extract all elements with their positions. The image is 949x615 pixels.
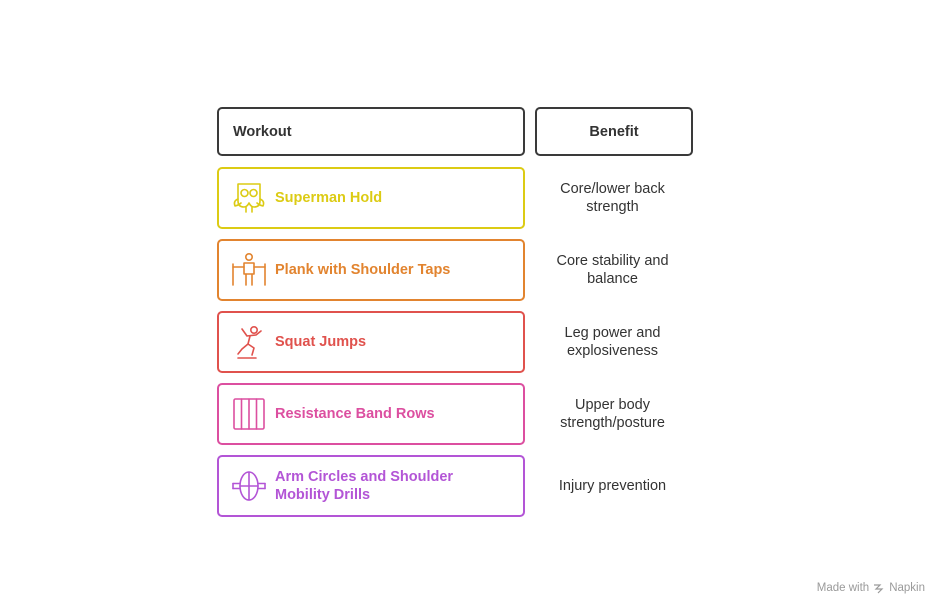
workout-row-resistance-band-rows: Resistance Band Rows [217,383,525,445]
made-with-text: Made with [816,582,870,594]
workout-row-plank-shoulder-taps: Plank with Shoulder Taps [217,239,525,301]
superhero-mask-icon [230,179,268,217]
workout-label: Plank with Shoulder Taps [275,262,451,278]
benefit-text: Core/lower back strength [560,181,665,215]
benefit-column-header: Benefit [535,107,693,156]
benefit-text: Leg power and explosiveness [564,325,661,359]
napkin-logo-icon [874,584,884,594]
workout-label: Arm Circles and Shoulder Mobility Drills [275,469,454,503]
made-with-napkin-watermark: Made with Napkin [817,582,925,594]
workout-column-header: Workout [217,107,525,156]
benefit-text: Core stability and balance [556,253,669,287]
ab-wheel-icon [230,467,268,505]
workout-row-superman-hold: Superman Hold [217,167,525,229]
resistance-band-icon [230,395,268,433]
workout-row-squat-jumps: Squat Jumps [217,311,525,373]
workout-label: Squat Jumps [275,334,367,350]
jumping-person-icon [230,323,268,361]
benefit-text: Injury prevention [558,478,667,494]
workout-label: Resistance Band Rows [275,406,435,422]
workout-label: Superman Hold [275,190,383,206]
person-balance-icon [230,251,268,289]
napkin-brand-text: Napkin [889,582,925,594]
workout-row-arm-circles: Arm Circles and Shoulder Mobility Drills [217,455,525,517]
benefit-text: Upper body strength/posture [560,397,665,431]
